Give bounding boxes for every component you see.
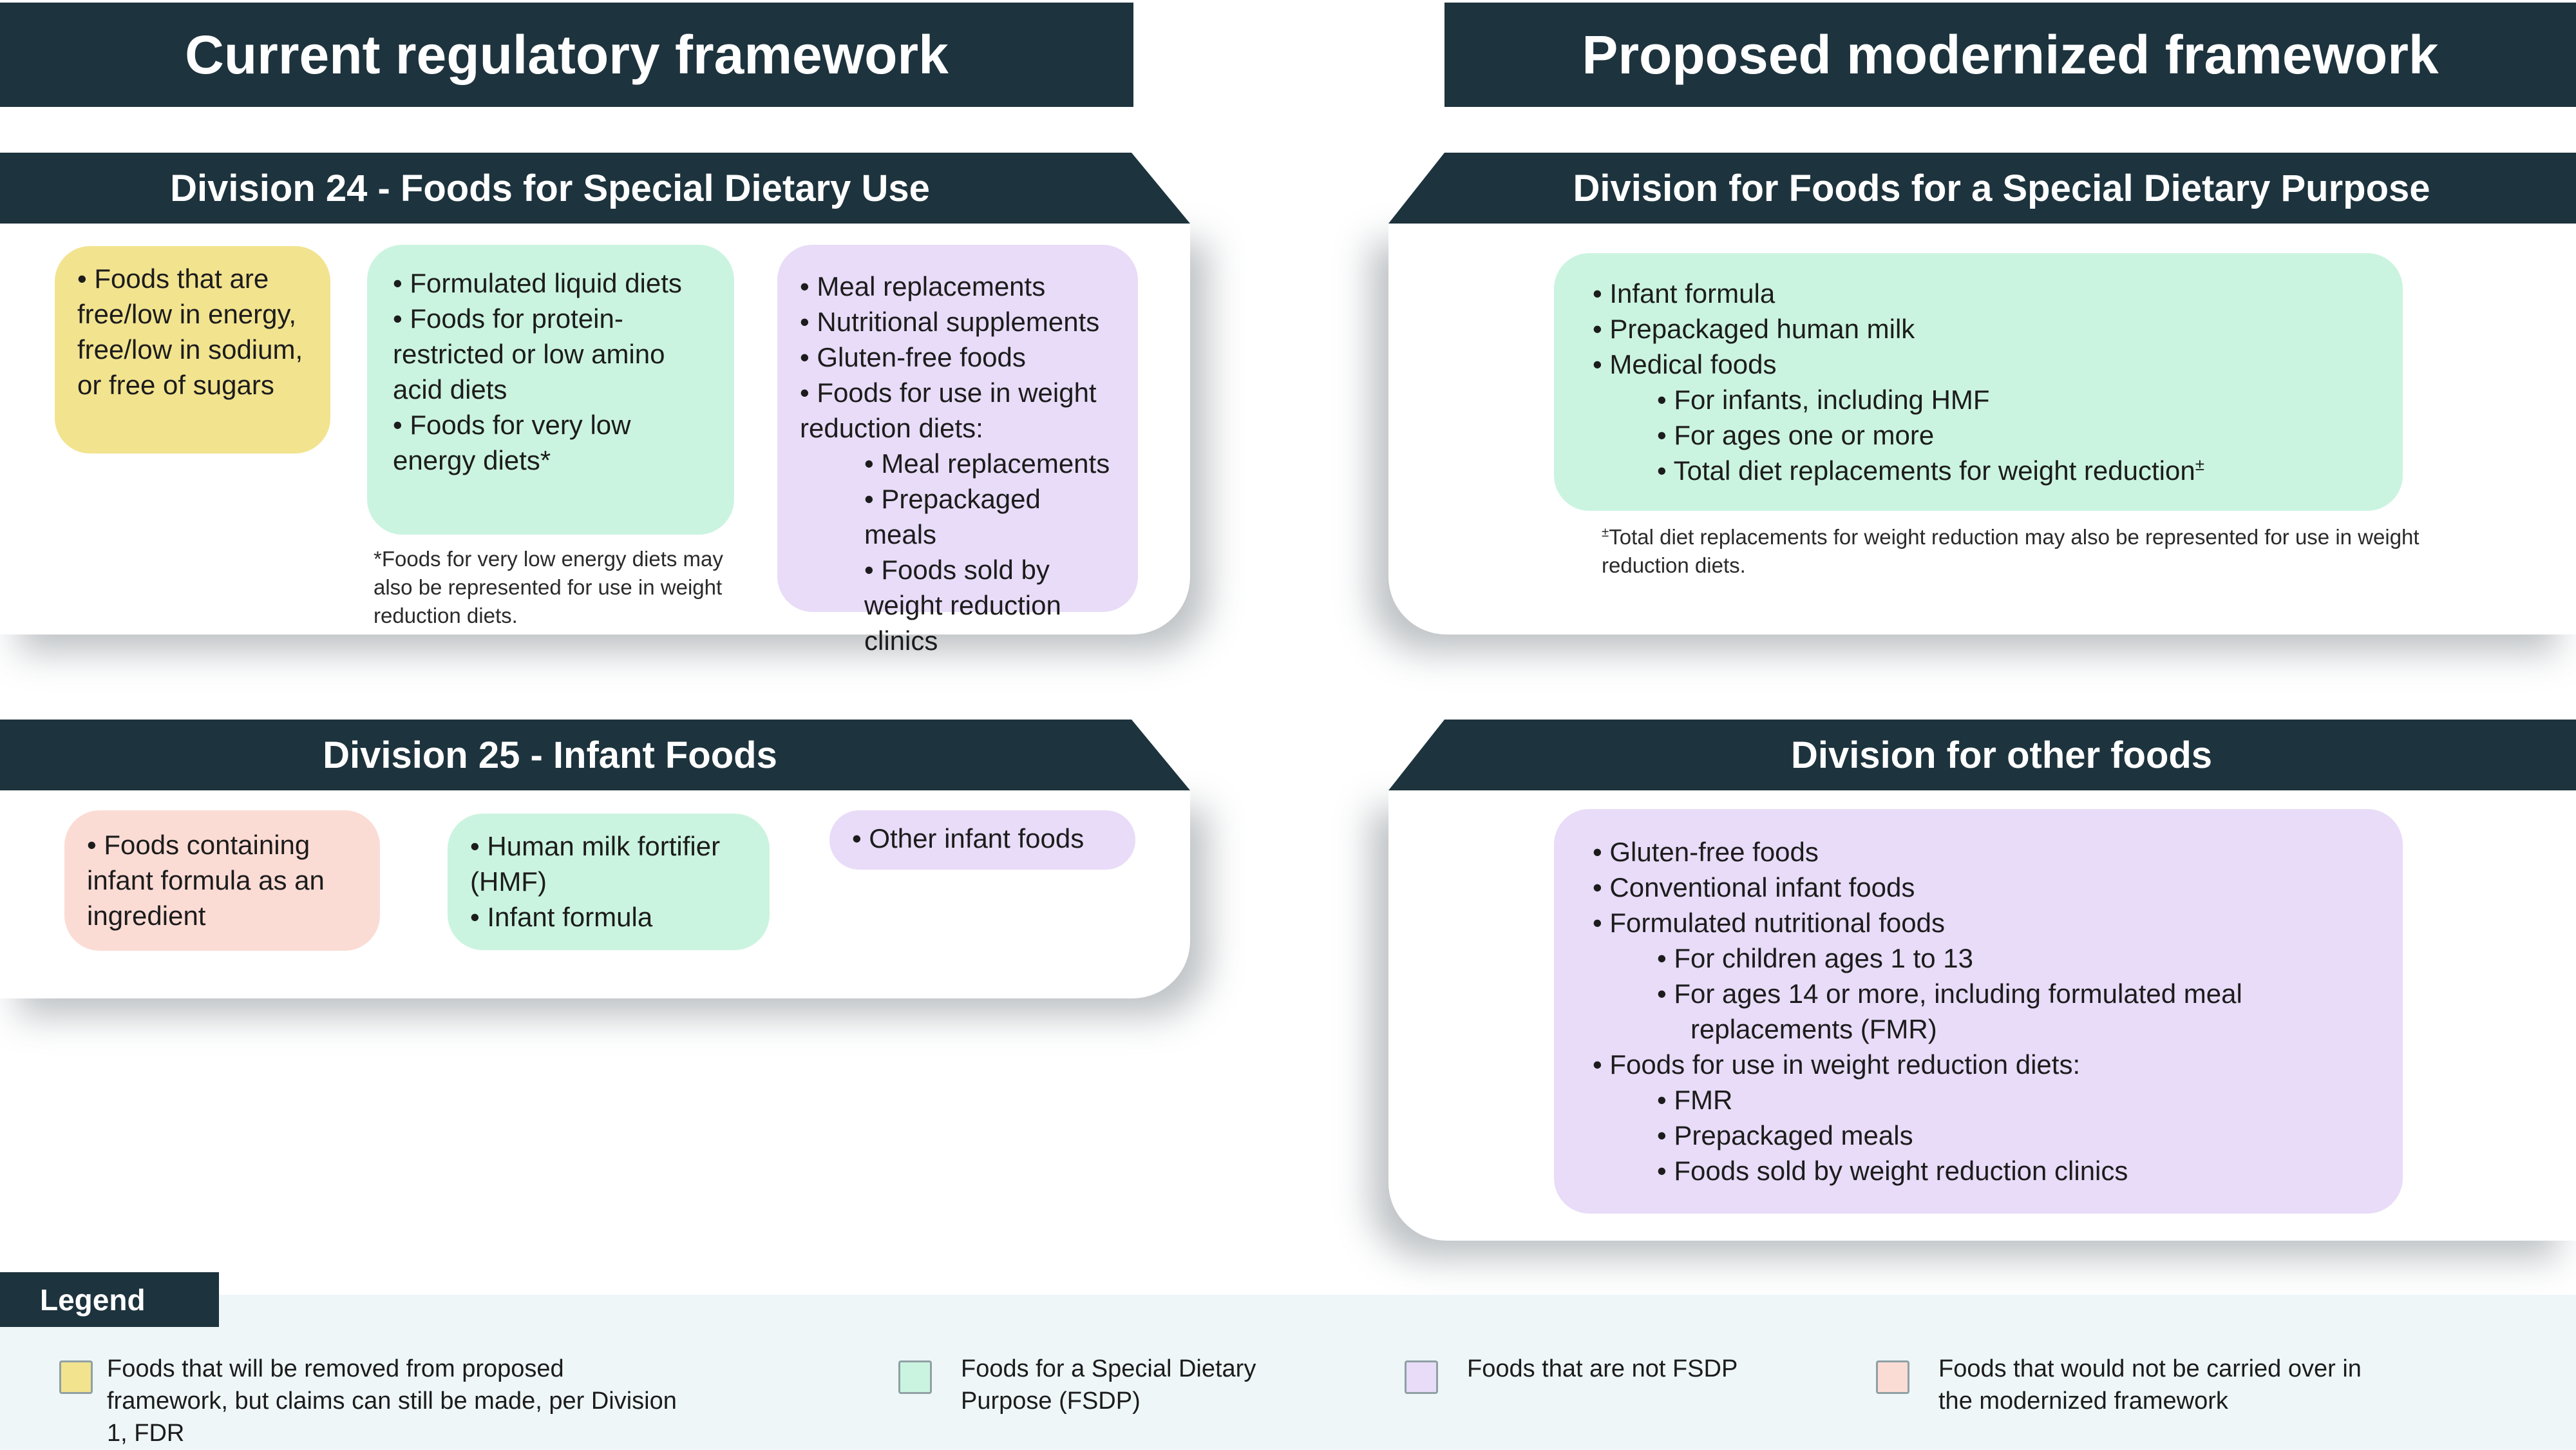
division-25-other-infant-foods-box: • Other infant foods: [829, 810, 1135, 870]
bullet-item: • Formulated liquid diets: [393, 268, 682, 298]
bullet-item: • Foods that are free/low in energy, fre…: [77, 263, 303, 400]
bullet-item: • Human milk fortifier (HMF): [470, 831, 721, 897]
proposed-framework-title: Proposed modernized framework: [1582, 24, 2439, 85]
bullet-item: • For ages one or more: [1657, 420, 1935, 450]
legend-label-removed-foods: Foods that will be removed from proposed…: [107, 1355, 677, 1447]
bullet-item: • Conventional infant foods: [1593, 872, 1915, 902]
bullet-item: • For children ages 1 to 13: [1657, 943, 1973, 973]
bullet-item: • Infant formula: [470, 902, 653, 932]
current-framework-title: Current regulatory framework: [185, 24, 949, 85]
division-fsdp-footnote-text: Total diet replacements for weight reduc…: [1602, 525, 2420, 577]
bullet-item: • Prepackaged meals: [1657, 1120, 1913, 1150]
division-24-fsdp-box: • Formulated liquid diets • Foods for pro…: [367, 245, 734, 535]
bullet-item: • Infant formula: [1593, 278, 1776, 309]
bullet-item: • Foods for use in weight reduction diet…: [800, 377, 1097, 443]
legend-label-fsdp: Foods for a Special Dietary Purpose (FSD…: [961, 1355, 1256, 1415]
legend-swatch-not-carried-over: [1876, 1360, 1909, 1394]
bullet-item: • Prepackaged human milk: [1593, 314, 1915, 344]
legend-label-not-fsdp: Foods that are not FSDP: [1467, 1355, 1738, 1382]
bullet-item: • Medical foods: [1593, 349, 1777, 379]
superscript-marker: ±: [2195, 455, 2205, 474]
bullet-item: • Meal replacements: [864, 448, 1110, 479]
legend-swatch-fsdp: [898, 1360, 932, 1394]
division-24-not-fsdp-box: • Meal replacements • Nutritional supplem…: [777, 245, 1138, 656]
division-25-fsdp-box: • Human milk fortifier (HMF) • Infant for…: [448, 814, 770, 950]
bullet-item: • For ages 14 or more, including formula…: [1657, 978, 2242, 1044]
legend-swatch-not-fsdp: [1405, 1360, 1438, 1394]
division-24-removed-foods-box: • Foods that are free/low in energy, fre…: [55, 246, 330, 453]
division-other-title: Division for other foods: [1790, 734, 2213, 776]
division-fsdp-footnote: ±Total diet replacements for weight redu…: [1602, 523, 2426, 580]
division-24-banner: Division 24 - Foods for Special Dietary …: [0, 153, 1190, 224]
bullet-item: • Meal replacements: [800, 271, 1046, 301]
bullet-item: • Foods sold by weight reduction clinics: [1657, 1156, 2128, 1186]
division-25-banner: Division 25 - Infant Foods: [0, 720, 1190, 790]
division-fsdp-box: • Infant formula • Prepackaged human milk…: [1554, 253, 2403, 511]
proposed-framework-header: Proposed modernized framework: [1444, 3, 2576, 107]
bullet-item: • Gluten-free foods: [1593, 837, 1819, 867]
division-other-box: • Gluten-free foods • Conventional infant…: [1554, 809, 2403, 1214]
legend-label-not-carried-over: Foods that would not be carried over in …: [1938, 1355, 2362, 1415]
bullet-item: • Foods for use in weight reduction diet…: [1593, 1049, 2081, 1080]
division-25-not-carried-over-box: • Foods containing infant formula as an …: [64, 810, 380, 951]
bullet-item: • Foods for very low energy diets*: [393, 410, 631, 475]
bullet-item: • Nutritional supplements: [800, 307, 1100, 337]
division-25-title: Division 25 - Infant Foods: [323, 734, 777, 776]
bullet-item: • Other infant foods: [852, 823, 1084, 854]
legend-title: Legend: [40, 1283, 146, 1317]
legend-swatch-removed-foods: [59, 1360, 93, 1394]
bullet-item: • Foods for protein-restricted or low am…: [393, 303, 665, 405]
division-24-footnote-text: *Foods for very low energy diets may als…: [374, 547, 723, 627]
bullet-item: • FMR: [1657, 1085, 1733, 1115]
division-fsdp-banner: Division for Foods for a Special Dietary…: [1388, 153, 2576, 224]
bullet-item: • Formulated nutritional foods: [1593, 908, 1945, 938]
current-framework-header: Current regulatory framework: [0, 3, 1133, 107]
division-fsdp-footnote-symbol: ±: [1602, 525, 1609, 540]
division-fsdp-title: Division for Foods for a Special Dietary…: [1573, 167, 2430, 209]
legend-background-band: [0, 1295, 2576, 1450]
division-other-banner: Division for other foods: [1388, 720, 2576, 790]
bullet-item: • Prepackaged meals: [864, 484, 1041, 549]
bullet-item: • For infants, including HMF: [1657, 385, 1990, 415]
division-24-footnote: *Foods for very low energy diets may als…: [374, 545, 741, 630]
legend-banner: Legend: [0, 1272, 219, 1327]
bullet-item: • Total diet replacements for weight red…: [1657, 455, 2205, 486]
division-24-title: Division 24 - Foods for Special Dietary …: [170, 167, 930, 209]
bullet-item: • Foods sold by weight reduction clinics: [864, 555, 1061, 656]
bullet-item: • Foods containing infant formula as an …: [87, 830, 325, 931]
bullet-item: • Gluten-free foods: [800, 342, 1026, 372]
